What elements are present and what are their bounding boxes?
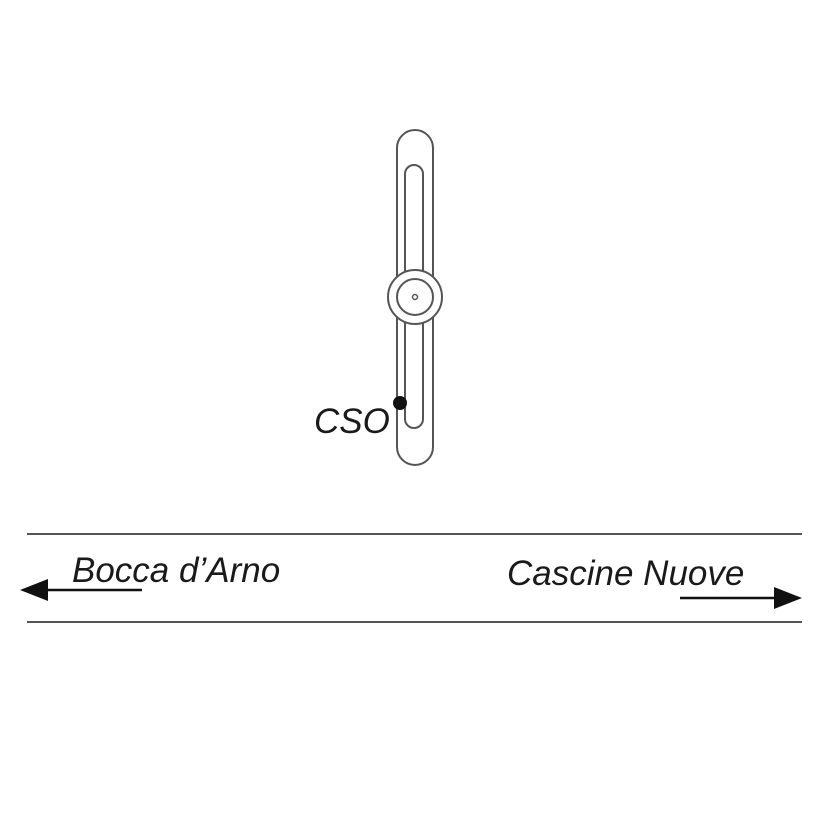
arrow-right-icon	[680, 587, 802, 609]
arrow-left-icon	[20, 579, 142, 601]
dot-marker-icon	[393, 396, 407, 410]
right-direction-label: Cascine Nuove	[507, 554, 744, 593]
station-label: CSO	[314, 402, 390, 441]
left-direction-label: Bocca d’Arno	[72, 551, 280, 590]
circle-pivot-icon	[387, 269, 443, 325]
